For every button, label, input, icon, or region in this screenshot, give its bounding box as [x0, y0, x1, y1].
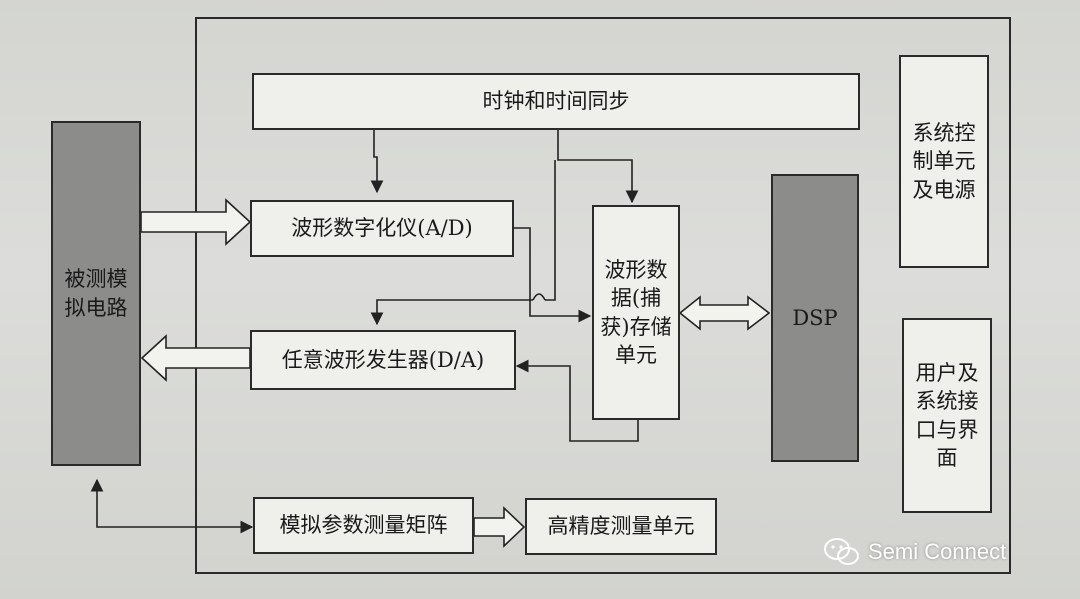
user-interface-box: 用户及系统接口与界面 [902, 318, 992, 513]
clock-sync-label: 时钟和时间同步 [482, 89, 630, 114]
dsp-label: DSP [792, 305, 838, 330]
system-control-label: 系统控制单元及电源 [912, 120, 976, 202]
watermark-text: Semi Connect [868, 539, 1007, 564]
wechat-icon [824, 538, 859, 565]
capture-memory-box: 波形数据(捕获)存储单元 [592, 205, 680, 420]
dut-to-digitizer-arrow [140, 198, 252, 246]
clock-to-digitizer-line [370, 130, 384, 194]
clock-to-awg-line [545, 160, 556, 301]
dut-analog-label: 被测模拟电路 [64, 267, 128, 320]
memory-to-awg-line [515, 359, 639, 442]
awg-to-dut-arrow [140, 334, 251, 382]
precision-unit-label: 高精度测量单元 [547, 514, 695, 539]
capture-memory-label: 波形数据(捕获)存储单元 [600, 257, 672, 367]
system-control-box: 系统控制单元及电源 [899, 55, 989, 268]
system-frame [195, 17, 1011, 574]
precision-unit-box: 高精度测量单元 [525, 498, 717, 555]
dut-analog-box: 被测模拟电路 [51, 121, 141, 466]
matrix-to-precision-arrow [473, 506, 526, 548]
clock-to-awg-line-2 [370, 299, 533, 326]
dsp-box: DSP [771, 174, 859, 462]
crossover-hop [532, 293, 546, 301]
memory-dsp-double-arrow [678, 295, 771, 331]
awg-label: 任意波形发生器(D/A) [281, 347, 485, 372]
digitizer-to-memory-line [514, 227, 592, 323]
digitizer-label: 波形数字化仪(A/D) [291, 216, 473, 241]
digitizer-box: 波形数字化仪(A/D) [250, 200, 514, 257]
user-interface-label: 用户及系统接口与界面 [915, 360, 979, 470]
param-matrix-box: 模拟参数测量矩阵 [253, 497, 474, 554]
dut-to-matrix-line [90, 478, 254, 534]
clock-sync-box: 时钟和时间同步 [252, 73, 860, 130]
watermark: Semi Connect [822, 537, 1006, 567]
awg-box: 任意波形发生器(D/A) [250, 330, 516, 390]
clock-to-memory-line [557, 130, 639, 204]
param-matrix-label: 模拟参数测量矩阵 [279, 513, 448, 538]
